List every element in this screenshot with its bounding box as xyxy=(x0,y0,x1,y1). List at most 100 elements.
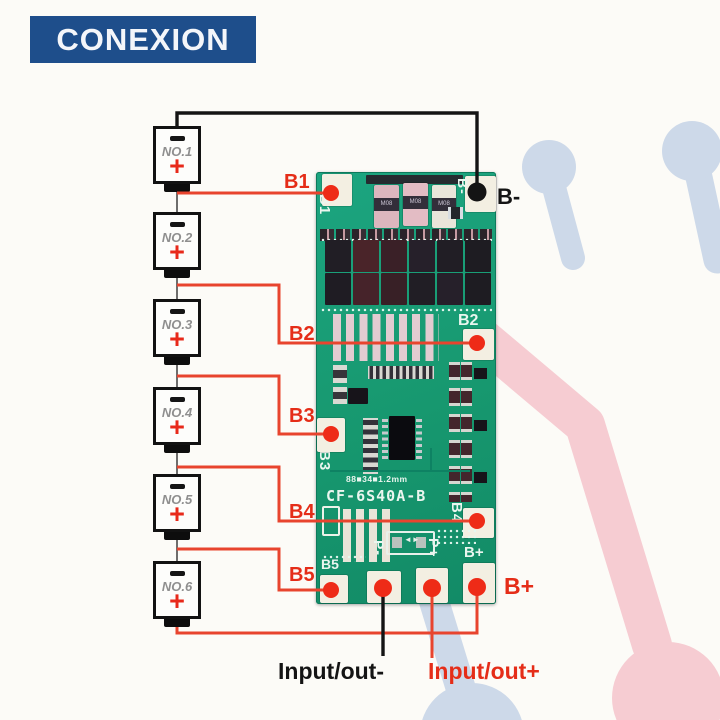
battery-label: NO.4 xyxy=(161,405,193,420)
dot-p-plus xyxy=(423,579,441,597)
wire-b3 xyxy=(177,374,329,436)
wire-b5 xyxy=(177,547,329,592)
label-input-out-minus: Input/out- xyxy=(278,658,385,684)
balance-transistor-column xyxy=(474,368,487,498)
blue-bond-watermark-bottom xyxy=(418,583,522,720)
silkscreen-b2: B2 xyxy=(458,312,479,329)
battery-label: NO.6 xyxy=(161,579,193,594)
silkscreen-p-plus: P+ xyxy=(426,538,442,558)
wire-b2 xyxy=(177,283,475,345)
label-b5: B5 xyxy=(289,564,315,586)
plus-terminal-icon: + xyxy=(169,237,185,267)
jumper-arrows-icon: ◄► xyxy=(404,535,420,544)
wire-b4 xyxy=(177,465,475,523)
power-fet xyxy=(325,240,351,272)
minus-terminal-icon xyxy=(169,571,185,576)
battery-tab xyxy=(164,445,190,453)
power-fet xyxy=(353,240,379,272)
jumper-pad xyxy=(392,537,402,548)
page-title: CONEXION xyxy=(56,21,230,57)
power-fet xyxy=(437,240,463,272)
title-banner: CONEXION xyxy=(30,16,256,63)
label-b-plus: B+ xyxy=(504,573,535,599)
minus-terminal-icon xyxy=(169,397,185,402)
battery-label: NO.2 xyxy=(161,230,193,245)
trace-stripes xyxy=(333,314,439,361)
label-input-out-plus: Input/out+ xyxy=(428,658,540,684)
wire-b-minus xyxy=(175,111,479,191)
via-dots xyxy=(320,307,492,312)
battery-tab xyxy=(164,184,190,192)
battery-label: NO.5 xyxy=(161,492,193,507)
blue-pin-watermark-2 xyxy=(662,121,720,274)
wire-b-plus xyxy=(175,589,479,635)
minus-terminal-icon xyxy=(169,222,185,227)
power-fet xyxy=(437,273,463,305)
pcb-trace xyxy=(430,448,432,472)
pcb-trace xyxy=(330,470,470,472)
jumper-box: ◄► xyxy=(386,531,435,555)
ic-pins-right xyxy=(416,419,422,459)
dot-b5 xyxy=(323,582,339,598)
battery-tab xyxy=(164,532,190,540)
protection-ic xyxy=(389,416,415,460)
plus-terminal-icon: + xyxy=(169,499,185,529)
label-b-minus: B- xyxy=(497,184,521,209)
capacitor-3: M08 xyxy=(432,185,456,228)
battery-cell-2: NO.2 + xyxy=(153,212,201,278)
black-wires xyxy=(175,111,479,656)
dot-b1 xyxy=(323,185,339,201)
connection-dots xyxy=(323,182,487,598)
red-wires xyxy=(175,191,479,658)
battery-label: NO.1 xyxy=(161,144,193,159)
battery-label: NO.3 xyxy=(161,317,193,332)
dot-b-minus xyxy=(467,182,487,202)
jumper-pad xyxy=(416,537,426,548)
plus-terminal-icon: + xyxy=(169,151,185,181)
bms-board: B1 B- M08 M08 M08 B2 xyxy=(316,172,496,604)
silkscreen-b-plus: B+ xyxy=(464,544,484,561)
dot-b3 xyxy=(323,426,339,442)
dot-b4 xyxy=(469,513,485,529)
blue-pin-watermark-1 xyxy=(522,140,585,270)
label-b2: B2 xyxy=(289,323,315,345)
battery-tab xyxy=(164,619,190,627)
balance-resistor-column-2 xyxy=(461,362,472,502)
label-b1: B1 xyxy=(284,171,310,193)
power-fet xyxy=(465,240,491,272)
power-fet xyxy=(381,240,407,272)
power-fet xyxy=(409,273,435,305)
balance-resistor-column-1 xyxy=(449,362,460,502)
label-b4: B4 xyxy=(289,501,315,523)
silkscreen-b-minus: B- xyxy=(455,178,471,195)
silkscreen-b3: B3 xyxy=(316,450,333,472)
via-dots xyxy=(436,528,476,544)
battery-tab xyxy=(164,270,190,278)
trace-stripes xyxy=(343,509,393,562)
plus-terminal-icon: + xyxy=(169,324,185,354)
battery-tab xyxy=(164,357,190,365)
board-dimensions-text: 88■34■1.2mm xyxy=(346,474,408,484)
silkscreen-b4: B4 xyxy=(448,502,465,524)
power-fet xyxy=(353,273,379,305)
resistor xyxy=(333,365,347,383)
battery-cell-5: NO.5 + xyxy=(153,474,201,540)
capacitor-2: M08 xyxy=(403,183,428,226)
minus-terminal-icon xyxy=(169,309,185,314)
battery-cell-3: NO.3 + xyxy=(153,299,201,365)
capacitor-marking: M08 xyxy=(374,198,399,211)
power-fet xyxy=(325,273,351,305)
minus-terminal-icon xyxy=(169,484,185,489)
transistor xyxy=(348,388,368,404)
plus-terminal-icon: + xyxy=(169,586,185,616)
via-dots xyxy=(320,237,492,241)
dot-b-plus xyxy=(468,578,486,596)
battery-cell-6: NO.6 + xyxy=(153,561,201,627)
power-fet xyxy=(381,273,407,305)
dot-b2 xyxy=(469,335,485,351)
board-model-text: CF-6S40A-B xyxy=(326,487,427,505)
plus-terminal-icon: + xyxy=(169,412,185,442)
power-fet xyxy=(409,240,435,272)
